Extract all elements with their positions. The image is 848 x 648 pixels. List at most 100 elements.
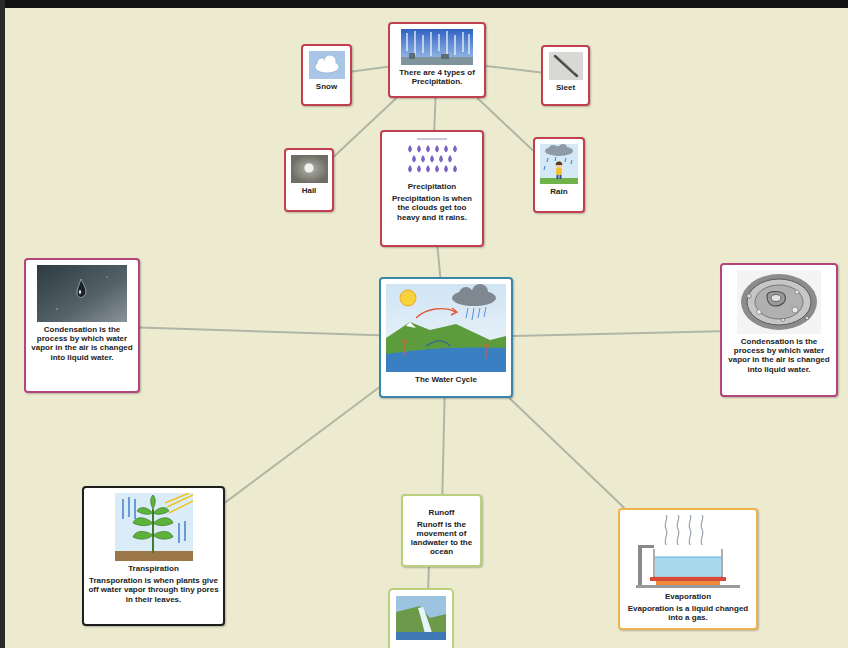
precipitation-types-box: There are 4 types of Precipitation.	[388, 22, 486, 98]
picture-part	[403, 137, 461, 179]
picture-part	[386, 284, 506, 372]
connector-line	[442, 398, 444, 494]
picture-part	[636, 585, 740, 588]
picture-part	[472, 308, 474, 320]
picture-part	[636, 515, 740, 589]
picture-part	[439, 155, 443, 163]
picture-part	[153, 531, 173, 539]
condensation-drop-picture	[37, 265, 127, 322]
picture-part	[386, 322, 506, 372]
picture-part	[417, 145, 421, 153]
picture-part	[472, 284, 488, 300]
picture-part	[128, 497, 129, 517]
connector-line	[352, 67, 388, 72]
picture-part	[37, 265, 127, 322]
picture-part	[401, 339, 407, 343]
transpiration-box: TranspirationTransporation is when plant…	[82, 486, 225, 626]
picture-part	[462, 32, 463, 52]
transpiration-picture	[115, 493, 193, 561]
picture-part	[545, 144, 573, 156]
picture-part	[414, 31, 415, 55]
connector-line	[437, 247, 440, 277]
picture-part	[408, 145, 412, 153]
runoff-image-frame	[389, 589, 453, 648]
picture-part	[441, 54, 449, 59]
water-cycle-box: The Water Cycle	[379, 277, 513, 398]
picture-part	[558, 57, 575, 73]
box-heading: Runoff	[429, 508, 455, 517]
picture-part	[134, 499, 135, 519]
picture-part	[737, 270, 821, 334]
picture-part	[767, 292, 785, 307]
picture-part	[547, 158, 548, 162]
picture-part	[453, 145, 457, 153]
rain-picture	[540, 144, 578, 184]
picture-part	[556, 162, 562, 168]
picture-part	[421, 155, 425, 163]
picture-part	[408, 165, 412, 173]
picture-part	[478, 308, 480, 318]
snow-box: Snow	[301, 44, 352, 106]
connector-line	[434, 98, 435, 130]
picture-part	[106, 276, 108, 278]
picture-part	[545, 146, 573, 156]
picture-part	[792, 307, 798, 313]
picture-part	[451, 308, 457, 315]
picture-part	[309, 51, 345, 79]
picture-part	[169, 501, 193, 513]
picture-part	[409, 53, 415, 59]
picture-part	[444, 165, 448, 173]
picture-part	[430, 32, 431, 56]
connector-line	[486, 66, 541, 73]
sleet-picture	[549, 52, 583, 80]
picture-part	[316, 61, 338, 71]
evaporation-picture	[636, 515, 740, 589]
picture-part	[184, 521, 185, 541]
picture-part	[401, 339, 489, 358]
picture-part	[165, 493, 189, 503]
condensation-can-picture	[737, 270, 821, 334]
picture-part	[544, 166, 545, 170]
box-heading: Evaporation	[665, 592, 711, 601]
box-text: Transporation is when plants give off wa…	[88, 576, 219, 604]
precipitation-types-picture	[401, 29, 473, 65]
picture-part	[556, 168, 562, 175]
runoff-water	[396, 632, 446, 640]
picture-part	[444, 145, 448, 153]
runoff-sky	[396, 596, 446, 640]
box-text: Precipitation is when the clouds get too…	[386, 194, 478, 222]
picture-part	[757, 310, 762, 315]
picture-part	[56, 308, 58, 310]
picture-part	[747, 279, 811, 325]
picture-part	[755, 285, 803, 319]
picture-part	[417, 138, 447, 140]
picture-part	[781, 318, 784, 321]
box-text: The Water Cycle	[415, 375, 477, 384]
precipitation-box: PrecipitationPrecipitation is when the c…	[380, 130, 484, 247]
picture-part	[557, 175, 559, 179]
picture-part	[560, 175, 562, 179]
picture-part	[665, 515, 667, 545]
picture-part	[741, 274, 817, 330]
picture-part	[133, 518, 153, 526]
picture-part	[689, 515, 691, 545]
picture-part	[650, 577, 726, 581]
box-heading: Precipitation	[408, 182, 456, 191]
picture-part	[400, 290, 416, 306]
picture-part	[426, 145, 430, 153]
picture-part	[747, 294, 751, 298]
hail-box: Hail	[284, 148, 334, 212]
picture-part	[656, 581, 720, 585]
picture-part	[315, 61, 339, 73]
picture-part	[559, 144, 567, 152]
picture-part	[133, 531, 153, 539]
picture-part	[565, 158, 566, 162]
picture-part	[484, 307, 486, 317]
picture-part	[150, 495, 155, 509]
picture-part	[555, 56, 577, 76]
picture-part	[446, 31, 447, 54]
runoff-box: RunoffRunoff is the movement of landwate…	[401, 494, 482, 567]
picture-part	[426, 165, 430, 173]
box-heading: Transpiration	[128, 564, 179, 573]
picture-part	[466, 307, 486, 320]
